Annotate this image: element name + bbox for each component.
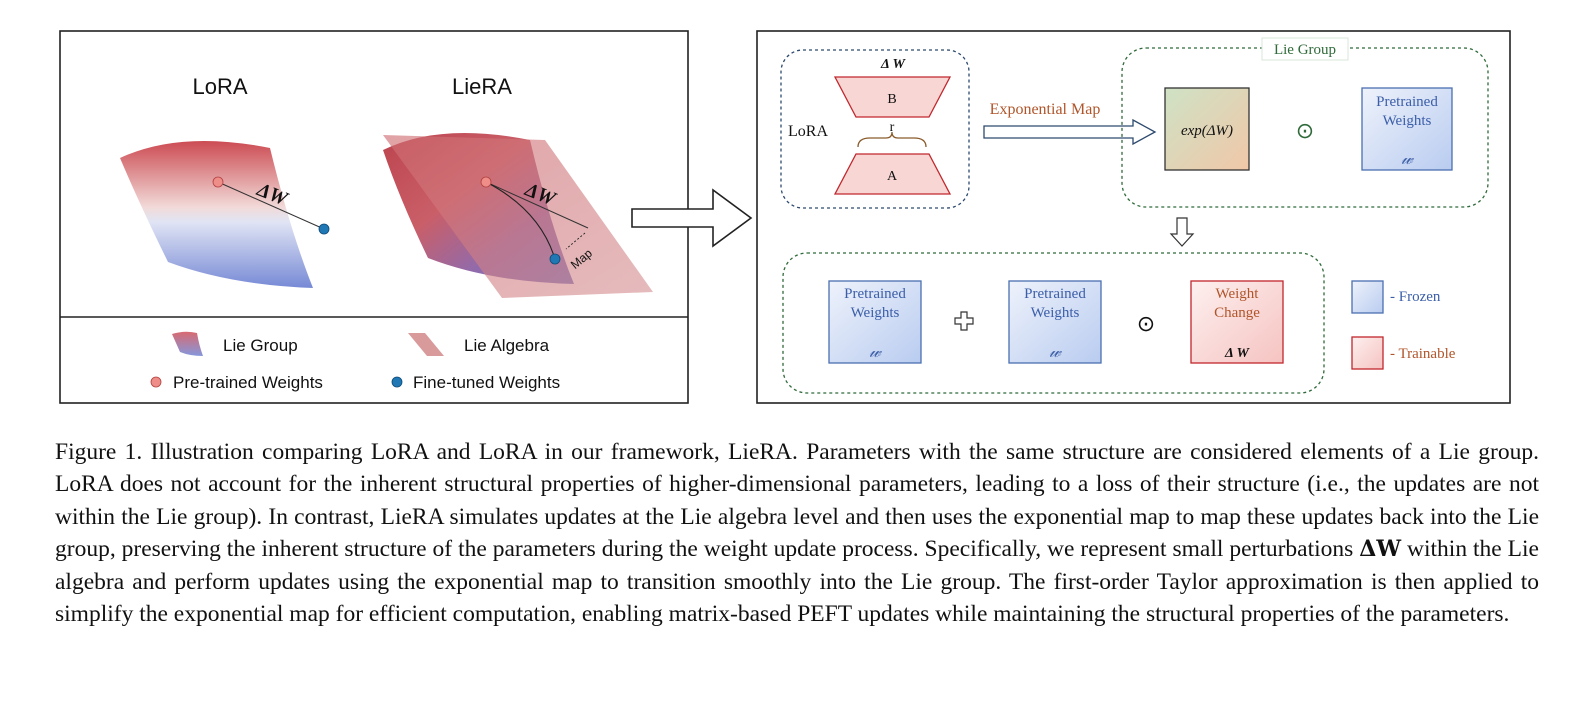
- pretrained-box-2: [1008, 280, 1102, 364]
- figure-1: LoRA LieRA ΔW ΔW Map Lie Group Lie Algeb…: [59, 30, 1511, 404]
- r-brace: [857, 131, 927, 148]
- liera-pretrained-dot: [480, 176, 492, 188]
- legend-lie-group: Lie Group: [223, 336, 298, 355]
- liera-title: LieRA: [452, 74, 512, 99]
- lie-group-label: Lie Group: [1274, 42, 1336, 58]
- a-matrix: [833, 153, 952, 195]
- update-box: [782, 252, 1325, 394]
- trainable-label: - Trainable: [1390, 346, 1456, 362]
- pretrained-box-1: [828, 280, 922, 364]
- finetuned-legend-dot: [391, 376, 403, 388]
- pretrained-top-line2: Weights: [1383, 113, 1432, 129]
- exp-box: [1164, 87, 1250, 171]
- lora-lie-group-surface: [120, 140, 313, 288]
- lora-pretrained-dot: [212, 176, 224, 188]
- exp-map-arrow-icon: [983, 118, 1157, 146]
- weight-change-line2: Change: [1214, 305, 1260, 321]
- exp-map-label: Exponential Map: [990, 101, 1101, 118]
- weight-change-line1: Weight: [1216, 286, 1260, 302]
- legend-lie-algebra: Lie Algebra: [464, 336, 550, 355]
- plus-icon: [954, 311, 974, 331]
- odot-top: ⊙: [1296, 118, 1314, 143]
- down-arrow-icon: [1169, 217, 1195, 247]
- pretrained-1-line2: Weights: [851, 305, 900, 321]
- lora-finetuned-dot: [318, 223, 330, 235]
- lora-box: [780, 49, 970, 209]
- liera-finetuned-dot: [549, 253, 561, 265]
- b-label: B: [887, 92, 896, 107]
- lie-group-legend-icon: [172, 331, 203, 356]
- lora-label: LoRA: [788, 123, 828, 140]
- panel-arrow-icon: [631, 188, 753, 248]
- pretrained-top-line1: Pretrained: [1376, 94, 1438, 110]
- frozen-swatch: [1351, 280, 1384, 314]
- caption-math-delta-w: ΔW: [1359, 536, 1402, 563]
- left-legend: Lie Group Lie Algebra Pre-trained Weight…: [150, 331, 560, 392]
- b-matrix: [833, 76, 952, 118]
- pretrained-1-line1: Pretrained: [844, 286, 906, 302]
- legend-finetuned: Fine-tuned Weights: [413, 373, 560, 392]
- pretrained-box-top: [1361, 87, 1453, 171]
- legend-pretrained: Pre-trained Weights: [173, 373, 323, 392]
- a-label: A: [887, 169, 898, 184]
- left-panel: LoRA LieRA ΔW ΔW Map Lie Group Lie Algeb…: [59, 30, 689, 404]
- liera-delta-line: [485, 181, 589, 229]
- pretrained-top-w: 𝓌: [1401, 149, 1414, 168]
- weight-change-delta: Δ W: [1224, 346, 1251, 361]
- lie-algebra-legend-icon: [408, 333, 444, 356]
- map-arrow: [565, 232, 586, 250]
- liera-geodesic: [485, 181, 556, 260]
- pretrained-2-w: 𝓌: [1049, 342, 1062, 361]
- caption-part2: within the Lie algebra and perform updat…: [55, 536, 1539, 628]
- lora-title: LoRA: [192, 74, 247, 99]
- exp-label: exp(ΔW): [1181, 123, 1233, 139]
- liera-lie-algebra-plane: [383, 135, 653, 298]
- trainable-swatch: [1351, 336, 1384, 370]
- pretrained-1-w: 𝓌: [869, 342, 882, 361]
- pretrained-2-line1: Pretrained: [1024, 286, 1086, 302]
- odot-bottom: ⊙: [1137, 311, 1155, 336]
- figure-caption: Figure 1. Illustration comparing LoRA an…: [55, 436, 1539, 630]
- frozen-label: - Frozen: [1390, 289, 1441, 305]
- pretrained-2-line2: Weights: [1031, 305, 1080, 321]
- pretrained-legend-dot: [150, 376, 162, 388]
- weight-change-box: [1190, 280, 1284, 364]
- lora-delta-line: [217, 181, 325, 230]
- right-panel: LoRA Δ W B r A Exponential Map Lie Group…: [756, 30, 1511, 404]
- caption-part1: Figure 1. Illustration comparing LoRA an…: [55, 439, 1539, 563]
- r-label: r: [890, 120, 895, 135]
- delta-w-label: Δ W: [880, 57, 907, 72]
